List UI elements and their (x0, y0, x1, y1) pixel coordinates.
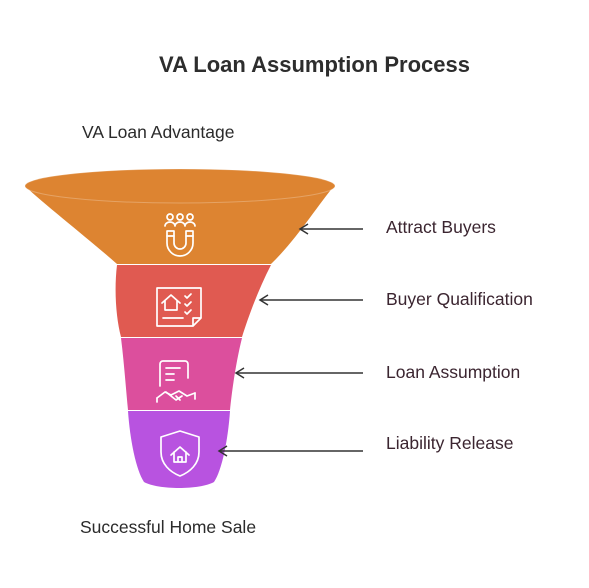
arrow-liability-release (217, 445, 363, 457)
stage-label-liability-release: Liability Release (386, 433, 514, 453)
funnel-stage-1 (25, 186, 334, 264)
arrow-buyer-qualification (258, 294, 363, 306)
diagram-title: VA Loan Assumption Process (159, 52, 470, 77)
stage-label-attract-buyers: Attract Buyers (386, 217, 496, 237)
funnel-bottom-label: Successful Home Sale (80, 517, 257, 537)
arrow-loan-assumption (234, 367, 363, 379)
funnel-rim (25, 169, 335, 203)
home-checklist-icon (156, 287, 202, 327)
funnel-top-label: VA Loan Advantage (82, 122, 235, 142)
funnel-stage-2 (115, 265, 272, 337)
funnel-stage-3 (121, 338, 242, 410)
arrow-attract-buyers (298, 223, 363, 235)
handshake-document-icon (156, 360, 196, 403)
magnet-people-icon (164, 213, 196, 257)
stage-label-loan-assumption: Loan Assumption (386, 362, 521, 382)
home-shield-icon (160, 430, 200, 477)
funnel-stage-4 (128, 411, 230, 488)
stage-label-buyer-qualification: Buyer Qualification (386, 289, 533, 309)
